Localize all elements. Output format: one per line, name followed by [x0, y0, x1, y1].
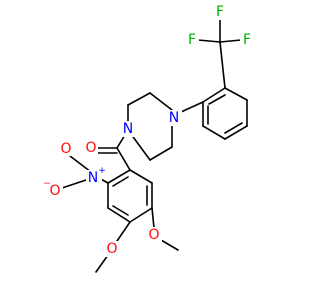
- atom-label-layer: O N + O − O N N O O F F F: [43, 4, 254, 257]
- benzamide-bond-6: [129, 169, 153, 184]
- methoxy-upper-o-bond: [151, 207, 155, 229]
- n4-phenyl-bond: [180, 101, 204, 113]
- carbonyl-oxygen-label: O: [85, 140, 96, 156]
- cf3-c-bond: [219, 41, 226, 89]
- nitro-oxygen-left-label: O: [49, 183, 60, 199]
- nitro-nitrogen-label: N: [88, 170, 98, 186]
- cf3-f-right-bond: [219, 39, 242, 43]
- benzamide-double-2: [112, 205, 129, 216]
- aryl-bond-4: [224, 125, 248, 140]
- benzamide-bond-3: [107, 207, 131, 223]
- aryl-double-1: [208, 94, 226, 105]
- methoxy-upper-ch3-bond: [160, 239, 179, 251]
- nitro-nitrogen-charge: +: [98, 166, 106, 176]
- cf3-f-left-bond: [197, 39, 221, 43]
- fluorine-right-label: F: [243, 32, 251, 48]
- methoxy-oxygen-upper-label: O: [148, 227, 159, 243]
- methoxy-lower-o-bond: [114, 221, 131, 245]
- nitro-oxygen-top-label: O: [60, 141, 71, 157]
- nitro-n-o-top-bond: [69, 155, 92, 173]
- benzamide-double-1: [112, 176, 129, 187]
- methoxy-lower-ch3-bond: [95, 254, 109, 273]
- aryl-bond-5: [202, 125, 226, 140]
- aryl-bond-2: [224, 87, 248, 101]
- benzamide-bond-1: [107, 169, 131, 184]
- piperazine-n1-label: N: [123, 121, 133, 137]
- carbonyl-c-ring-bond: [116, 147, 131, 171]
- bond-layer: [61, 17, 248, 273]
- piperazine-n4-label: N: [169, 110, 179, 126]
- fluorine-left-label: F: [188, 32, 196, 48]
- piperazine-bond-5: [149, 146, 173, 161]
- molecule-structure: O N + O − O N N O O F F F: [43, 4, 254, 273]
- piperazine-bond-3: [149, 92, 173, 111]
- piperazine-bond-2: [127, 92, 151, 106]
- methoxy-oxygen-lower-label: O: [106, 241, 117, 257]
- benzamide-bond-4: [129, 207, 153, 223]
- aryl-double-2: [224, 122, 243, 134]
- nitro-oxygen-left-charge: −: [43, 179, 51, 189]
- nitro-n-o-left-bond: [61, 179, 87, 189]
- aryl-bond-1: [202, 87, 226, 103]
- fluorine-top-label: F: [216, 4, 224, 20]
